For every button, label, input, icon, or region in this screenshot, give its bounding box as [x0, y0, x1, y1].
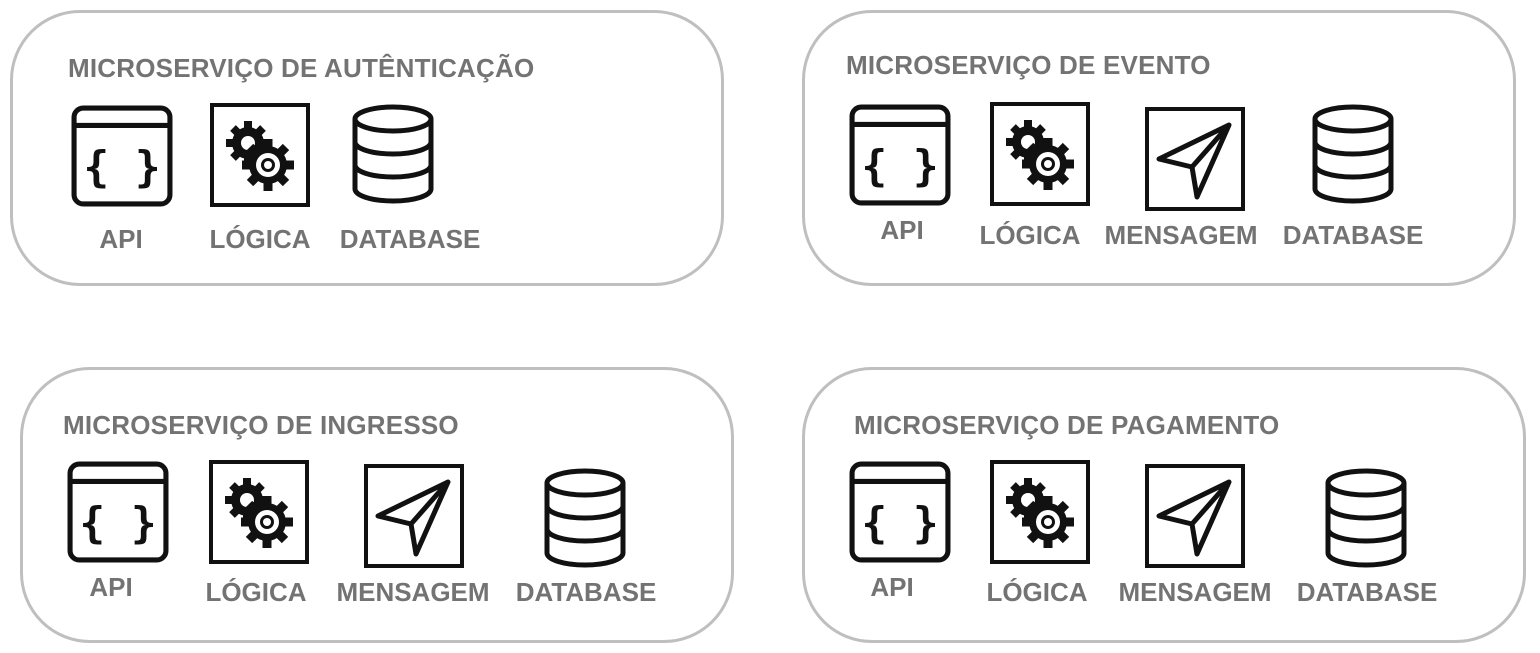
database-icon: [1323, 468, 1409, 573]
database-icon: [542, 468, 628, 573]
panel-title: MICROSERVIÇO DE INGRESSO: [63, 410, 459, 440]
api-code-icon: { }: [67, 461, 169, 568]
item-label: LÓGICA: [209, 224, 311, 254]
svg-text:{ }: { }: [861, 142, 938, 192]
database-icon: [1310, 104, 1396, 209]
paper-plane-icon: [1145, 464, 1245, 573]
item-label: MENSAGEM: [336, 577, 490, 607]
paper-plane-icon: [364, 464, 464, 573]
paper-plane-icon: [1145, 107, 1245, 216]
item-label: API: [89, 572, 133, 602]
gears-icon: [210, 103, 310, 212]
panel-title: MICROSERVIÇO DE EVENTO: [846, 50, 1211, 80]
svg-text:{ }: { }: [83, 143, 160, 193]
api-code-icon: { }: [849, 104, 951, 211]
svg-text:{ }: { }: [861, 499, 938, 549]
panel-title: MICROSERVIÇO DE AUTÊNTICAÇÃO: [68, 53, 535, 83]
panel-autenticacao: [10, 10, 724, 286]
item-label: LÓGICA: [986, 577, 1088, 607]
gears-icon: [990, 460, 1090, 569]
panel-ingresso: [20, 367, 734, 643]
gears-icon: [990, 102, 1090, 211]
svg-text:{ }: { }: [79, 499, 156, 549]
item-label: API: [870, 572, 914, 602]
item-label: DATABASE: [1282, 220, 1424, 250]
item-label: LÓGICA: [205, 577, 307, 607]
panel-evento: [802, 10, 1516, 286]
panel-title: MICROSERVIÇO DE PAGAMENTO: [854, 410, 1280, 440]
api-code-icon: { }: [849, 461, 951, 568]
item-label: DATABASE: [339, 224, 481, 254]
database-icon: [350, 104, 436, 209]
item-label: DATABASE: [515, 577, 657, 607]
item-label: MENSAGEM: [1104, 220, 1258, 250]
item-label: LÓGICA: [979, 220, 1081, 250]
item-label: DATABASE: [1296, 577, 1438, 607]
item-label: API: [880, 215, 924, 245]
api-code-icon: { }: [71, 105, 173, 212]
item-label: API: [99, 224, 143, 254]
gears-icon: [209, 460, 309, 569]
item-label: MENSAGEM: [1118, 577, 1272, 607]
